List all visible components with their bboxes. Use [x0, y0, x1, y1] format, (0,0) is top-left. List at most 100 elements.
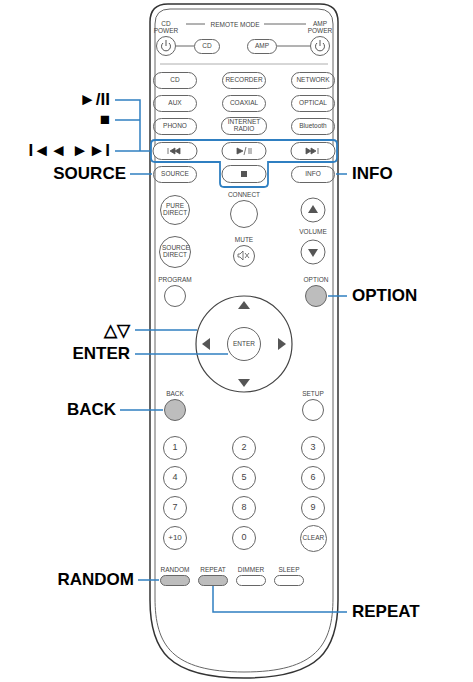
mode-link: [277, 46, 310, 47]
play-pause-icon: [237, 147, 251, 155]
button-label: NETWORK: [296, 77, 329, 84]
oval-button: Bluetooth: [291, 118, 335, 135]
button-label: 2: [241, 443, 246, 452]
oval-button: SOURCE: [153, 166, 197, 183]
power-icon: [316, 40, 325, 51]
button-heading: RANDOM: [158, 567, 192, 574]
stop-icon: [241, 171, 247, 177]
button-label: SOURCE: [161, 171, 189, 178]
leader-line: [115, 119, 140, 121]
dpad-up: [238, 301, 250, 309]
round-button: +10: [163, 526, 187, 550]
button-label: PURE DIRECT: [163, 203, 187, 217]
oval-button: INFO: [291, 166, 335, 183]
round-button: SETUP: [302, 399, 324, 421]
button-label: RECORDER: [225, 77, 262, 84]
button-heading: REPEAT: [196, 567, 230, 574]
leader-line: [138, 579, 159, 581]
round-button: CONNECT: [230, 200, 258, 228]
button-label: AMP: [255, 43, 269, 50]
up-arrow: [308, 205, 318, 213]
prev-button: [153, 143, 197, 160]
oval-button: CD: [153, 72, 197, 89]
round-button: SOURCE DIRECT: [159, 236, 191, 268]
dpad-right: [278, 338, 286, 350]
callout-label: SOURCE: [53, 164, 126, 184]
button-heading: OPTION: [296, 277, 336, 284]
round-button: CLEAR: [300, 525, 327, 552]
round-button: 7: [163, 496, 187, 520]
oval-button: REPEAT: [198, 575, 228, 586]
callout-label: OPTION: [352, 286, 417, 306]
button-label: Bluetooth: [299, 123, 326, 130]
round-button: BACK: [164, 399, 186, 421]
divider-line: [160, 64, 328, 65]
button-label: 9: [310, 503, 315, 512]
leader-line: [115, 100, 140, 151]
oval-button: OPTICAL: [291, 95, 335, 112]
callout-label: ►/II: [79, 90, 110, 110]
button-label: CLEAR: [303, 535, 324, 542]
leader-lines: [115, 100, 347, 612]
round-button: 4: [163, 466, 187, 490]
leader-line: [120, 409, 163, 411]
oval-button: AUX: [153, 95, 197, 112]
transport-outline: [151, 140, 337, 187]
callout-label: RANDOM: [58, 570, 135, 590]
oval-button: CD: [194, 39, 220, 54]
button-heading: CONNECT: [224, 192, 264, 199]
volume-up-button: [301, 198, 325, 222]
oval-button: INTERNET RADIO: [221, 117, 267, 135]
round-button: 8: [232, 496, 256, 520]
mode-link: [176, 46, 194, 47]
button-heading: PROGRAM: [155, 277, 195, 284]
oval-button: NETWORK: [291, 72, 335, 89]
mode-label: REMOTE MODE: [209, 21, 260, 28]
round-button: ENTER: [227, 327, 261, 361]
button-label: 1: [172, 443, 177, 452]
oval-button: RANDOM: [160, 575, 190, 586]
button-label: 5: [241, 473, 246, 482]
leader-line: [336, 173, 347, 175]
oval-button: DIMMER: [236, 575, 266, 586]
round-button: OPTION: [305, 285, 327, 307]
prev-icon: [168, 148, 180, 154]
play-button: [222, 143, 266, 160]
dpad-ring: [196, 296, 292, 392]
button-label: 4: [172, 473, 177, 482]
callout-label: ENTER: [72, 344, 130, 364]
round-button: 2: [232, 436, 256, 460]
stop-button: [222, 166, 266, 183]
button-label: COAXIAL: [230, 100, 258, 107]
leader-line: [135, 353, 228, 355]
button-label: 6: [310, 473, 315, 482]
oval-button: RECORDER: [222, 72, 266, 89]
callout-label: BACK: [67, 400, 116, 420]
round-button: 3: [301, 436, 325, 460]
button-label: 8: [241, 503, 246, 512]
button-label: 7: [172, 503, 177, 512]
button-label: 3: [310, 443, 315, 452]
next-button: [291, 143, 335, 160]
callout-label: △▽: [104, 320, 130, 341]
mode-bracket: [264, 24, 306, 25]
oval-button: SLEEP: [274, 575, 304, 586]
leader-line: [130, 173, 152, 175]
round-button: MUTE: [233, 245, 255, 267]
button-label: OPTICAL: [299, 100, 327, 107]
power-icon: [162, 40, 171, 51]
button-label: PHONO: [163, 123, 187, 130]
leader-line: [115, 150, 151, 152]
oval-button: PHONO: [153, 118, 197, 135]
round-button: 6: [301, 466, 325, 490]
mute-icon: [238, 251, 249, 260]
button-label: SOURCE DIRECT: [162, 245, 188, 259]
dpad-left: [202, 338, 210, 350]
button-label: ENTER: [233, 341, 255, 348]
round-button: PURE DIRECT: [160, 195, 190, 225]
down-arrow: [308, 249, 318, 257]
button-label: INTERNET RADIO: [224, 119, 264, 133]
leader-line: [213, 586, 347, 612]
round-button: 1: [163, 436, 187, 460]
button-label: CD: [170, 77, 179, 84]
